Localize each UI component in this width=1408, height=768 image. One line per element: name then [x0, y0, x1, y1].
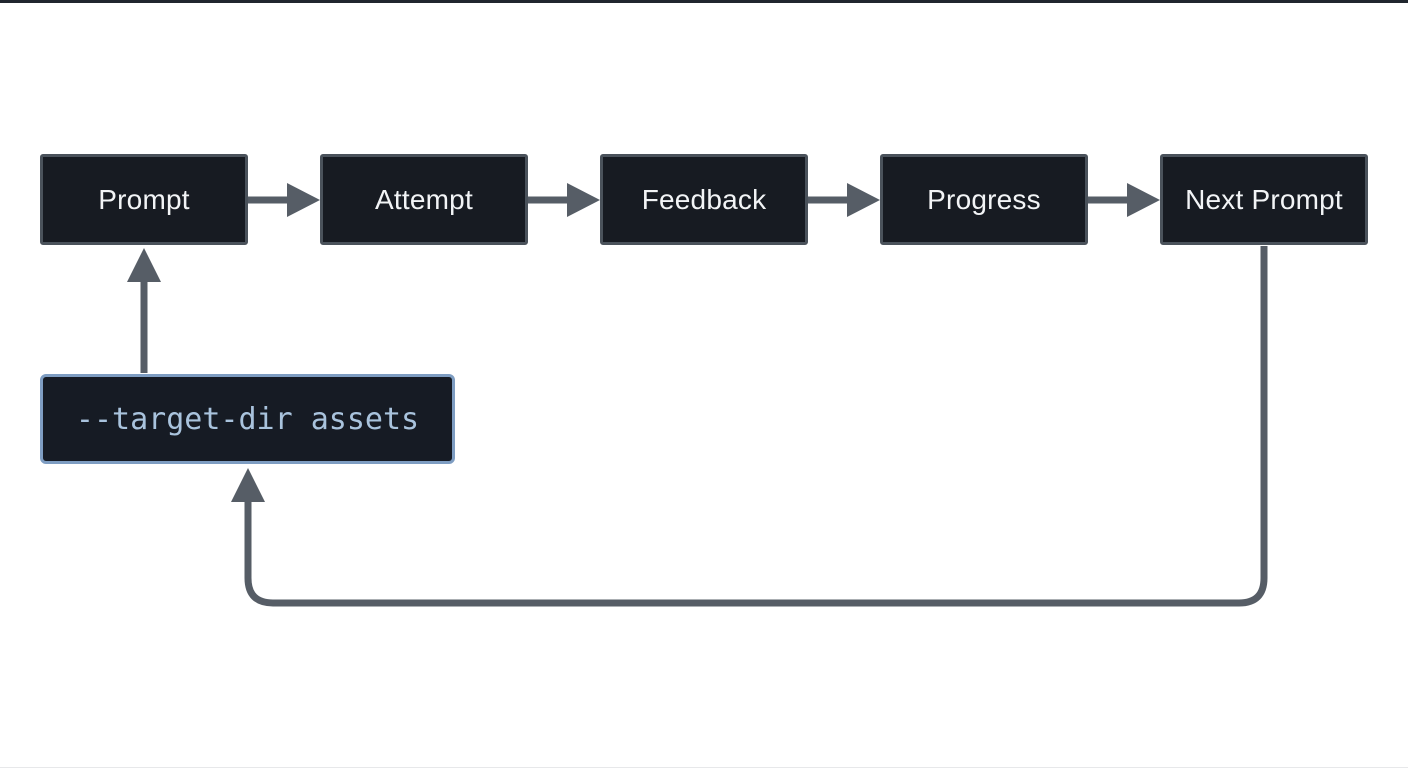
node-feedback: Feedback	[600, 154, 808, 245]
edge-prompt-attempt	[248, 183, 320, 217]
node-progress: Progress	[880, 154, 1088, 245]
node-prompt: Prompt	[40, 154, 248, 245]
target-dir-flag-label: --target-dir assets	[75, 401, 420, 437]
edge-feedback-progress	[808, 183, 880, 217]
top-edge-line	[0, 0, 1408, 3]
edge-attempt-feedback	[528, 183, 600, 217]
node-target-dir-flag: --target-dir assets	[40, 374, 455, 464]
edge-progress-next-prompt	[1088, 183, 1160, 217]
node-progress-label: Progress	[927, 183, 1041, 215]
node-next-prompt-label: Next Prompt	[1185, 183, 1343, 215]
node-next-prompt: Next Prompt	[1160, 154, 1368, 245]
node-attempt-label: Attempt	[375, 183, 473, 215]
edge-next-prompt-flag-loop	[231, 246, 1268, 607]
edge-flag-prompt	[127, 248, 161, 373]
node-prompt-label: Prompt	[98, 183, 190, 215]
node-feedback-label: Feedback	[641, 183, 767, 215]
node-attempt: Attempt	[320, 154, 528, 245]
